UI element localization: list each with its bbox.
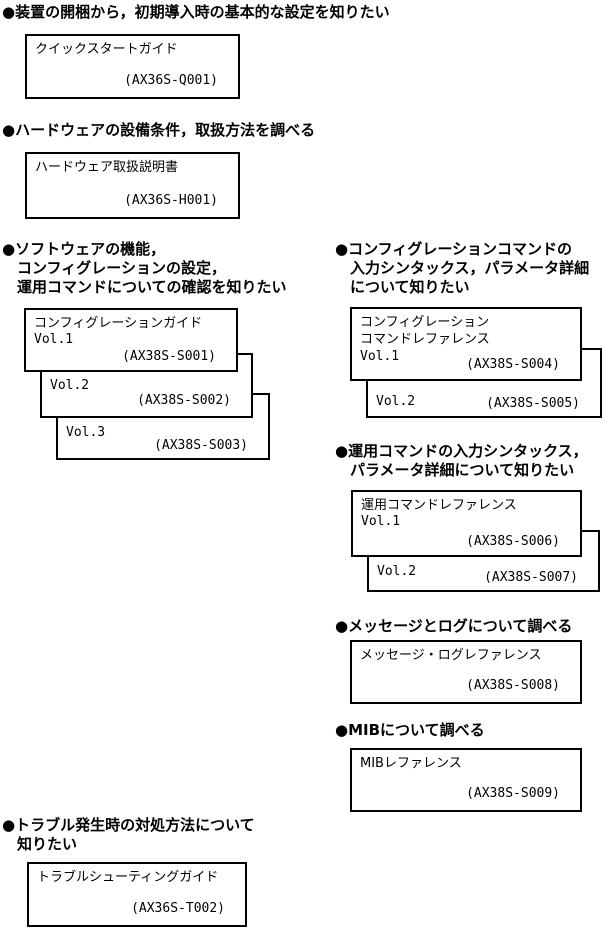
manual-code: (AX38S-S009): [466, 786, 560, 801]
section-heading-unpack-setup: ●装置の開梱から，初期導入時の基本的な設定を知りたい: [2, 3, 390, 22]
manual-title: MIBレファレンス: [360, 756, 462, 771]
section-heading-operation-command: ●運用コマンドの入力シンタックス， パラメータ詳細について知りたい: [335, 442, 588, 480]
manual-code: (AX38S-S007): [484, 570, 578, 585]
heading-line: コンフィグレーションの設定，: [17, 259, 226, 277]
manual-box-mib-ref: MIBレファレンス (AX38S-S009): [350, 748, 582, 812]
manual-code: (AX38S-S002): [137, 393, 231, 408]
volume-label: Vol.3: [66, 425, 106, 440]
manual-box-troubleshooting-guide: トラブルシューティングガイド (AX36S-T002): [27, 862, 247, 927]
section-heading-hardware: ●ハードウェアの設備条件，取扱方法を調べる: [2, 121, 315, 140]
volume-label: Vol.2: [376, 394, 416, 409]
heading-line: ●コンフィグレーションコマンドの: [335, 240, 573, 258]
manual-code: (AX36S-H001): [124, 193, 218, 208]
heading-line: ●運用コマンドの入力シンタックス，: [335, 442, 588, 460]
volume-label: Vol.1: [360, 349, 400, 364]
manual-box-hardware-manual: ハードウェア取扱説明書 (AX36S-H001): [25, 152, 240, 219]
volume-label: Vol.1: [34, 332, 74, 347]
manual-title: トラブルシューティングガイド: [37, 870, 219, 885]
heading-line: 運用コマンドについての確認を知りたい: [17, 278, 287, 296]
heading-line: ●装置の開梱から，初期導入時の基本的な設定を知りたい: [2, 3, 390, 21]
manual-code: (AX38S-S001): [122, 349, 216, 364]
volume-label: Vol.2: [50, 378, 90, 393]
manual-box-config-cmd-ref-vol1: コンフィグレーション コマンドレファレンス Vol.1 (AX38S-S004): [350, 307, 582, 381]
section-heading-config-command: ●コンフィグレーションコマンドの 入力シンタックス，パラメータ詳細 について知り…: [335, 240, 589, 297]
manual-box-quick-start-guide: クイックスタートガイド (AX36S-Q001): [25, 34, 240, 99]
manual-code: (AX38S-S003): [154, 438, 248, 453]
manual-code: (AX38S-S005): [486, 396, 580, 411]
manual-box-config-guide-vol1: コンフィグレーションガイド Vol.1 (AX38S-S001): [24, 308, 238, 372]
manual-box-op-cmd-ref-vol1: 運用コマンドレファレンス Vol.1 (AX38S-S006): [351, 490, 582, 557]
section-heading-software-config: ●ソフトウェアの機能， コンフィグレーションの設定， 運用コマンドについての確認…: [2, 240, 287, 297]
manual-code: (AX36S-T002): [131, 901, 225, 916]
manual-title: コンフィグレーション コマンドレファレンス: [360, 315, 490, 347]
section-heading-mib: ●MIBについて調べる: [335, 721, 485, 740]
manual-title: メッセージ・ログレファレンス: [360, 648, 542, 663]
heading-line: ●メッセージとログについて調べる: [335, 617, 573, 635]
manual-code: (AX38S-S008): [466, 678, 560, 693]
heading-line: ●ソフトウェアの機能，: [2, 240, 166, 258]
heading-line: ●トラブル発生時の対処方法について: [2, 816, 255, 834]
heading-line: パラメータ詳細について知りたい: [350, 461, 575, 479]
manual-code: (AX38S-S006): [466, 534, 560, 549]
section-heading-troubleshooting: ●トラブル発生時の対処方法について 知りたい: [2, 816, 255, 854]
heading-line: ●MIBについて調べる: [335, 721, 485, 739]
volume-label: Vol.2: [377, 564, 417, 579]
heading-line: について知りたい: [350, 278, 470, 296]
manual-title: 運用コマンドレファレンス: [361, 498, 517, 513]
manual-title: コンフィグレーションガイド: [34, 316, 203, 331]
manual-box-message-log-ref: メッセージ・ログレファレンス (AX38S-S008): [350, 640, 582, 704]
manual-code: (AX38S-S004): [466, 357, 560, 372]
manual-code: (AX36S-Q001): [124, 73, 218, 88]
manual-title: クイックスタートガイド: [35, 42, 178, 57]
manual-title: ハードウェア取扱説明書: [35, 160, 179, 175]
section-heading-message-log: ●メッセージとログについて調べる: [335, 617, 572, 636]
volume-label: Vol.1: [361, 514, 401, 529]
heading-line: 入力シンタックス，パラメータ詳細: [350, 259, 590, 277]
heading-line: 知りたい: [17, 835, 78, 853]
heading-line: ●ハードウェアの設備条件，取扱方法を調べる: [2, 121, 316, 139]
